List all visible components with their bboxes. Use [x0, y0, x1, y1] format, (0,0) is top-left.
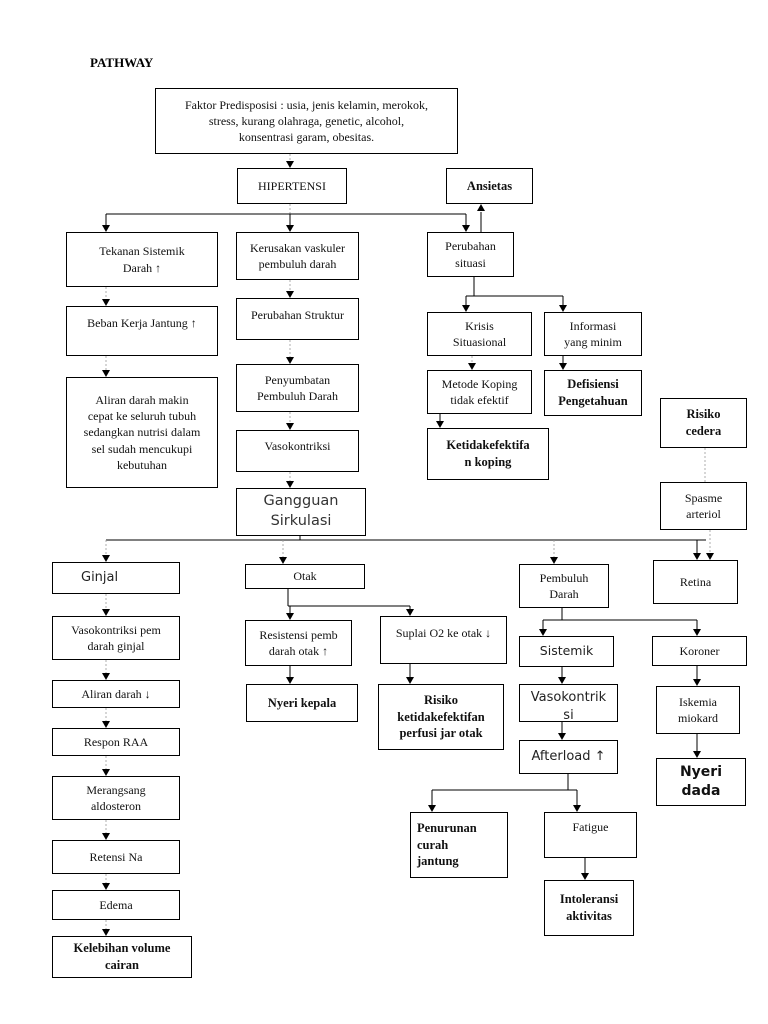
node-intoleransi-aktivitas: Intoleransi aktivitas	[544, 880, 634, 936]
arrowhead	[539, 629, 547, 636]
diagram-title: PATHWAY	[90, 55, 154, 70]
node-ketidakefektifan-koping: Ketidakefektifa n koping	[427, 428, 549, 480]
node-kerusakan-vaskuler: Kerusakan vaskuler pembuluh darah	[236, 232, 359, 280]
arrowhead	[102, 299, 110, 306]
arrowhead	[693, 629, 701, 636]
node-informasi-minim: Informasi yang minim	[544, 312, 642, 356]
node-penurunan-curah-jantung: Penurunan curah jantung	[410, 812, 508, 878]
node-beban-kerja-jantung: Beban Kerja Jantung ↑	[66, 306, 218, 356]
node-retina: Retina	[653, 560, 738, 604]
node-aliran-darah-makin-cepat: Aliran darah makin cepat ke seluruh tubu…	[66, 377, 218, 488]
node-fatigue: Fatigue	[544, 812, 637, 858]
arrowhead	[559, 363, 567, 370]
arrowhead	[279, 557, 287, 564]
arrowhead	[286, 357, 294, 364]
node-penyumbatan: Penyumbatan Pembuluh Darah	[236, 364, 359, 412]
arrowhead	[693, 679, 701, 686]
node-defisiensi-pengetahuan: Defisiensi Pengetahuan	[544, 370, 642, 416]
node-perubahan-struktur: Perubahan Struktur	[236, 298, 359, 340]
node-faktor-predisposisi: Faktor Predisposisi : usia, jenis kelami…	[155, 88, 458, 154]
node-edema: Edema	[52, 890, 180, 920]
node-kelebihan-volume-cairan: Kelebihan volume cairan	[52, 936, 192, 978]
node-pembuluh-darah: Pembuluh Darah	[519, 564, 609, 608]
arrowhead	[102, 929, 110, 936]
arrowhead	[286, 613, 294, 620]
arrowhead	[286, 161, 294, 168]
arrowhead	[102, 225, 110, 232]
arrowhead	[462, 305, 470, 312]
node-iskemia-miokard: Iskemia miokard	[656, 686, 740, 734]
node-afterload: Afterload ↑	[519, 740, 618, 774]
node-nyeri-dada: Nyeri dada	[656, 758, 746, 806]
arrowhead	[558, 677, 566, 684]
node-gangguan-sirkulasi: Gangguan Sirkulasi	[236, 488, 366, 536]
node-vasokontriksi: Vasokontriksi	[236, 430, 359, 472]
node-respon-raa: Respon RAA	[52, 728, 180, 756]
arrowhead	[102, 673, 110, 680]
node-nyeri-kepala: Nyeri kepala	[246, 684, 358, 722]
arrowhead	[406, 677, 414, 684]
arrowhead	[693, 553, 701, 560]
arrowhead	[462, 225, 470, 232]
arrowhead	[102, 833, 110, 840]
arrowhead	[706, 553, 714, 560]
node-koroner: Koroner	[652, 636, 747, 666]
arrowhead	[102, 769, 110, 776]
node-ansietas: Ansietas	[446, 168, 533, 204]
node-ginjal: Ginjal	[52, 562, 180, 594]
node-otak: Otak	[245, 564, 365, 589]
node-krisis-situasional: Krisis Situasional	[427, 312, 532, 356]
node-sistemik: Sistemik	[519, 636, 614, 667]
node-metode-koping: Metode Koping tidak efektif	[427, 370, 532, 414]
arrowhead	[581, 873, 589, 880]
arrowhead	[558, 733, 566, 740]
arrowhead	[102, 609, 110, 616]
arrowhead	[406, 609, 414, 616]
arrowhead	[102, 883, 110, 890]
node-retensi-na: Retensi Na	[52, 840, 180, 874]
arrowhead	[428, 805, 436, 812]
arrowhead	[468, 363, 476, 370]
node-risiko-cedera: Risiko cedera	[660, 398, 747, 448]
node-vasokontriksi-sistemik: Vasokontrik si	[519, 684, 618, 722]
arrowhead	[286, 677, 294, 684]
node-hipertensi: HIPERTENSI	[237, 168, 347, 204]
arrowhead	[436, 421, 444, 428]
arrowhead	[477, 204, 485, 211]
node-risiko-perfusi: Risiko ketidakefektifan perfusi jar otak	[378, 684, 504, 750]
node-tekanan-sistemik: Tekanan Sistemik Darah ↑	[66, 232, 218, 287]
arrowhead	[102, 370, 110, 377]
arrowhead	[693, 751, 701, 758]
node-perubahan-situasi: Perubahan situasi	[427, 232, 514, 277]
node-spasme-arteriol: Spasme arteriol	[660, 482, 747, 530]
arrowhead	[102, 721, 110, 728]
node-vasokontriksi-ginjal: Vasokontriksi pem darah ginjal	[52, 616, 180, 660]
arrowhead	[286, 481, 294, 488]
arrowhead	[559, 305, 567, 312]
arrowhead	[573, 805, 581, 812]
node-suplai-o2: Suplai O2 ke otak ↓	[380, 616, 507, 664]
arrowhead	[286, 225, 294, 232]
node-merangsang-aldosteron: Merangsang aldosteron	[52, 776, 180, 820]
arrowhead	[286, 423, 294, 430]
arrowhead	[102, 555, 110, 562]
arrowhead	[286, 291, 294, 298]
node-aliran-darah-turun: Aliran darah ↓	[52, 680, 180, 708]
node-resistensi-otak: Resistensi pemb darah otak ↑	[245, 620, 352, 666]
arrowhead	[550, 557, 558, 564]
